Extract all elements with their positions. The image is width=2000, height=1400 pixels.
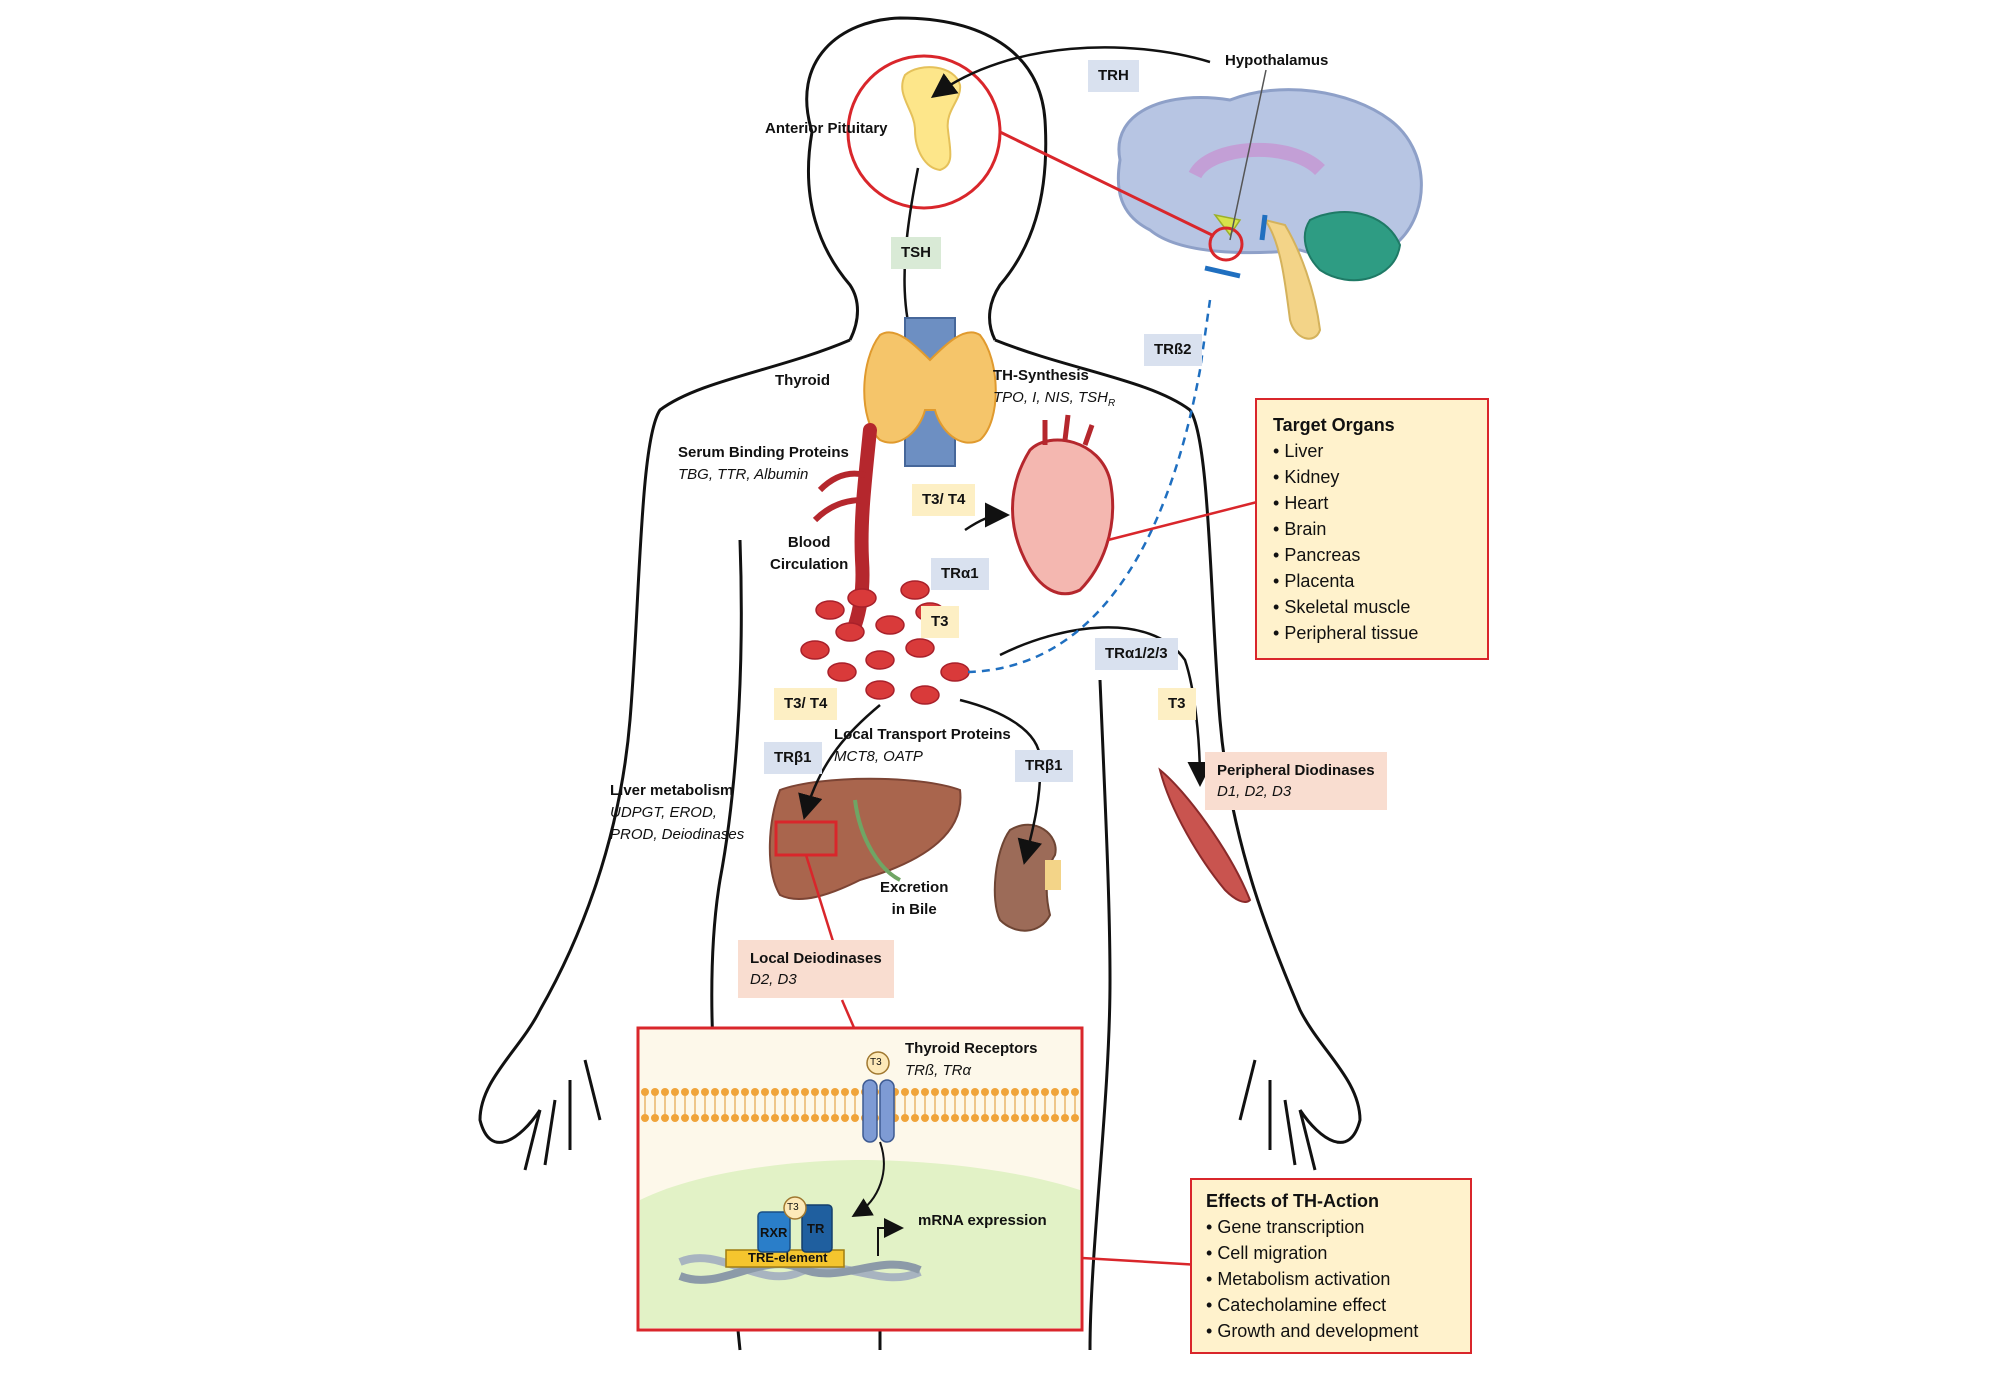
effect-item: Growth and development <box>1206 1318 1456 1344</box>
target-organs-title: Target Organs <box>1273 415 1395 435</box>
th-synthesis-sub: TPO, I, NIS, TSHR <box>993 387 1115 415</box>
tra123-tag: TRα1/2/3 <box>1095 638 1178 670</box>
blood-line1: Blood <box>787 534 831 551</box>
excretion-label: Excretion in Bile <box>880 877 948 921</box>
local-deiod-title: Local Deiodinases <box>750 950 882 967</box>
effect-item: Catecholamine effect <box>1206 1292 1456 1318</box>
effect-item: Metabolism activation <box>1206 1266 1456 1292</box>
peripheral-title: Peripheral Diodinases <box>1217 762 1375 779</box>
hypothalamus-zoom-circle <box>1208 226 1244 262</box>
tre-element-label: TRE-element <box>748 1250 828 1265</box>
target-organ-item: Skeletal muscle <box>1273 594 1471 620</box>
effect-item: Cell migration <box>1206 1240 1456 1266</box>
t3t4-heart-tag: T3/ T4 <box>912 484 976 516</box>
hypothalamus-label: Hypothalamus <box>1225 52 1329 69</box>
cell-zoom-box <box>636 1026 1084 1332</box>
muscle-illustration <box>1158 767 1252 903</box>
local-deiod-sub: D2, D3 <box>750 971 797 988</box>
membrane-t3-label: T3 <box>870 1057 882 1068</box>
t3t4-left-tag: T3/ T4 <box>774 688 838 720</box>
t3-right-tag: T3 <box>1158 688 1196 720</box>
pituitary-gland <box>901 66 962 172</box>
local-transport-title: Local Transport Proteins <box>834 726 1011 743</box>
effect-item: Gene transcription <box>1206 1214 1456 1240</box>
excretion-line1: Excretion <box>880 879 949 896</box>
effects-list: Gene transcription Cell migration Metabo… <box>1206 1214 1456 1344</box>
target-organ-item: Peripheral tissue <box>1273 620 1471 646</box>
thyroid-receptors-label: Thyroid Receptors TRß, TRα <box>905 1038 1038 1082</box>
liver-metab-sub1: UDPGT, EROD, <box>610 804 717 821</box>
target-organ-item: Heart <box>1273 490 1471 516</box>
anterior-pituitary-label: Anterior Pituitary <box>765 120 888 137</box>
liver-metab-title: Liver metabolism <box>610 782 734 799</box>
thyroid-illustration <box>863 317 997 467</box>
tr-label: TR <box>807 1221 825 1236</box>
tsh-tag: TSH <box>891 237 941 269</box>
target-organ-item: Liver <box>1273 438 1471 464</box>
trb1-left-tag: TRβ1 <box>764 742 822 774</box>
peripheral-diodinases-box: Peripheral Diodinases D1, D2, D3 <box>1205 752 1387 810</box>
trb1-right-tag: TRβ1 <box>1015 750 1073 782</box>
brain-illustration <box>1116 88 1423 340</box>
local-transport-label: Local Transport Proteins MCT8, OATP <box>834 724 1011 768</box>
mrna-expression-label: mRNA expression <box>918 1212 1047 1229</box>
th-synthesis-title: TH-Synthesis <box>993 367 1089 384</box>
target-organ-item: Pancreas <box>1273 542 1471 568</box>
effects-box: Effects of TH-Action Gene transcription … <box>1190 1178 1472 1354</box>
thyroid-label: Thyroid <box>775 372 830 389</box>
excretion-line2: in Bile <box>891 901 937 918</box>
hypothalamus-pituitary-arrow <box>930 46 1211 98</box>
red-blood-cells <box>800 580 970 705</box>
trh-tag: TRH <box>1088 60 1139 92</box>
liver-metab-sub2: PROD, Deiodinases <box>610 826 745 843</box>
serum-binding-sub: TBG, TTR, Albumin <box>678 466 809 483</box>
liver-metabolism-label: Liver metabolism UDPGT, EROD, PROD, Deio… <box>610 780 744 846</box>
th-synthesis-subscript: R <box>1108 398 1116 409</box>
target-organs-box: Target Organs Liver Kidney Heart Brain P… <box>1255 398 1489 660</box>
local-transport-sub: MCT8, OATP <box>834 748 923 765</box>
blood-circulation-label: Blood Circulation <box>770 532 848 576</box>
th-synthesis-label: TH-Synthesis TPO, I, NIS, TSHR <box>993 365 1115 415</box>
thyroid-receptors-title: Thyroid Receptors <box>905 1040 1038 1057</box>
trb2-tag: TRß2 <box>1144 334 1202 366</box>
thyroid-receptors-sub: TRß, TRα <box>905 1062 972 1079</box>
target-organs-list: Liver Kidney Heart Brain Pancreas Placen… <box>1273 438 1471 646</box>
tra1-tag: TRα1 <box>931 558 989 590</box>
blood-line2: Circulation <box>770 556 849 573</box>
nuclear-t3-label: T3 <box>787 1202 799 1213</box>
t3-center-tag: T3 <box>921 606 959 638</box>
rxr-label: RXR <box>760 1225 788 1240</box>
target-organ-item: Kidney <box>1273 464 1471 490</box>
local-deiodinases-box: Local Deiodinases D2, D3 <box>738 940 894 998</box>
serum-binding-label: Serum Binding Proteins TBG, TTR, Albumin <box>678 442 849 486</box>
target-organ-item: Brain <box>1273 516 1471 542</box>
target-organ-item: Placenta <box>1273 568 1471 594</box>
effects-title: Effects of TH-Action <box>1206 1191 1379 1211</box>
th-synthesis-sub-text: TPO, I, NIS, TSH <box>993 389 1109 406</box>
heart-illustration <box>1011 414 1115 596</box>
peripheral-sub: D1, D2, D3 <box>1217 783 1292 800</box>
kidney-illustration <box>993 823 1061 932</box>
serum-binding-title: Serum Binding Proteins <box>678 444 849 461</box>
